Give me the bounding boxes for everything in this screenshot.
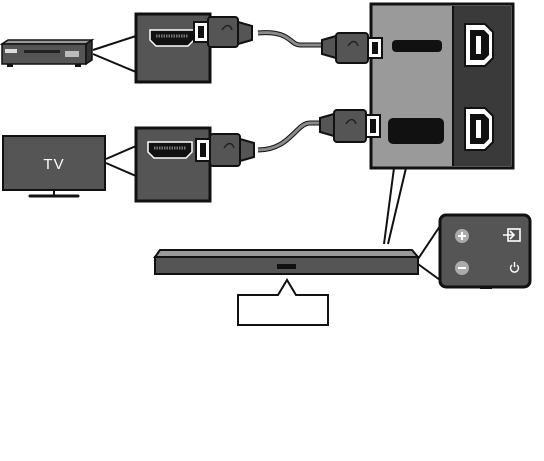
hdmi-cable-tv <box>257 120 322 153</box>
bluray-player-icon <box>0 38 95 67</box>
soundbar-icon <box>153 249 421 275</box>
display-callout <box>237 278 329 326</box>
tv-hdmi-port-zoom <box>134 126 212 203</box>
tv-label: TV <box>43 156 64 173</box>
hdmi-plug-tv-end <box>195 133 255 167</box>
soundbar-buttons-panel <box>438 213 532 289</box>
hdmi-port-icon <box>147 141 193 159</box>
hdmi-port-icon <box>464 107 494 151</box>
soundbar-rear-panel-zoom <box>369 2 515 170</box>
tv-icon: TV <box>2 135 106 198</box>
hdmi-port-icon <box>149 29 195 47</box>
hdmi-plug-soundbar-top <box>321 32 383 64</box>
hdmi-port-icon <box>464 23 494 67</box>
source-input-icon <box>503 228 521 242</box>
hdmi-plug-device-end <box>193 16 253 48</box>
hdmi-cable-device <box>257 30 324 48</box>
plus-icon <box>455 229 469 243</box>
hdmi-plug-soundbar-bottom <box>319 109 381 143</box>
power-icon <box>509 262 520 273</box>
minus-icon <box>455 261 469 275</box>
